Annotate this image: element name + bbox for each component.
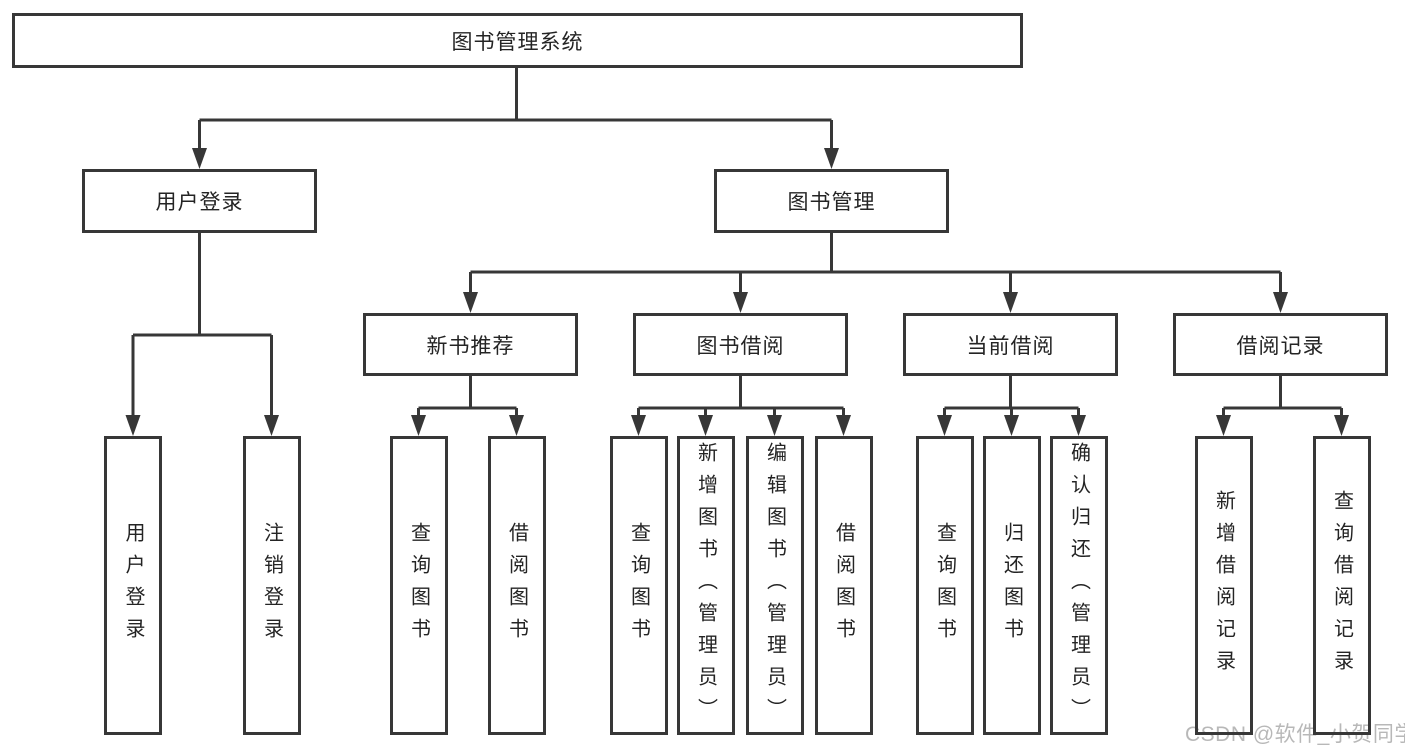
- node-label: 归还图书: [1000, 521, 1023, 650]
- node-label: 注销登录: [260, 521, 283, 650]
- connector-current-borrow-to-children: [937, 374, 1086, 436]
- node-label: 用户登录: [122, 521, 144, 650]
- node-leaf-add-books-admin: 新增图书（管理员）: [676, 436, 735, 735]
- node-root-library-system: 图书管理系统: [12, 13, 1023, 68]
- node-label: 借阅记录: [1236, 334, 1325, 358]
- node-label: 查询借阅记录: [1330, 489, 1353, 682]
- connector-user-login-to-children: [125, 231, 279, 436]
- connector-book-borrow-to-children: [631, 374, 851, 436]
- node-book-borrowing: 图书借阅: [633, 313, 848, 376]
- connector-book-mgmt-to-level3: [463, 231, 1288, 313]
- node-label: 用户登录: [155, 191, 244, 214]
- connector-root-to-level2: [192, 66, 839, 169]
- node-book-management: 图书管理: [714, 169, 949, 233]
- node-label: 借阅图书: [505, 521, 528, 650]
- connector-new-books-to-children: [411, 374, 524, 436]
- node-leaf-user-login: 用户登录: [104, 436, 162, 735]
- node-leaf-borrow-books-borrowing: 借阅图书: [814, 436, 873, 735]
- node-leaf-return-books: 归还图书: [982, 436, 1041, 735]
- node-label: 借阅图书: [832, 521, 855, 650]
- node-leaf-query-borrow-record: 查询借阅记录: [1312, 436, 1371, 735]
- node-leaf-query-books-current: 查询图书: [915, 436, 974, 735]
- connector-borrow-records-to-children: [1216, 374, 1349, 436]
- node-label: 图书管理: [787, 191, 876, 214]
- node-label: 编辑图书（管理员）: [763, 441, 786, 730]
- node-label: 确认归还（管理员）: [1067, 441, 1090, 730]
- node-label: 查询图书: [407, 521, 430, 650]
- node-leaf-query-books-newbooks: 查询图书: [389, 436, 448, 735]
- node-leaf-borrow-books-newbooks: 借阅图书: [487, 436, 546, 735]
- node-leaf-logout: 注销登录: [242, 436, 301, 735]
- node-label: 当前借阅: [966, 334, 1055, 358]
- node-label: 图书借阅: [696, 334, 785, 358]
- node-borrow-records: 借阅记录: [1173, 313, 1388, 376]
- node-leaf-add-borrow-record: 新增借阅记录: [1194, 436, 1253, 735]
- node-label: 新增借阅记录: [1212, 489, 1235, 682]
- node-label: 查询图书: [627, 521, 650, 650]
- node-new-book-recommend: 新书推荐: [363, 313, 578, 376]
- node-leaf-confirm-return-admin: 确认归还（管理员）: [1049, 436, 1108, 735]
- node-label: 图书管理系统: [451, 30, 584, 54]
- node-leaf-edit-books-admin: 编辑图书（管理员）: [745, 436, 804, 735]
- node-current-borrowing: 当前借阅: [903, 313, 1118, 376]
- node-label: 新增图书（管理员）: [694, 441, 717, 730]
- node-user-login: 用户登录: [82, 169, 317, 233]
- watermark: CSDN @软件_小贺同学: [1185, 723, 1405, 746]
- node-leaf-query-books-borrowing: 查询图书: [609, 436, 668, 735]
- node-label: 查询图书: [933, 521, 956, 650]
- node-label: 新书推荐: [426, 334, 515, 358]
